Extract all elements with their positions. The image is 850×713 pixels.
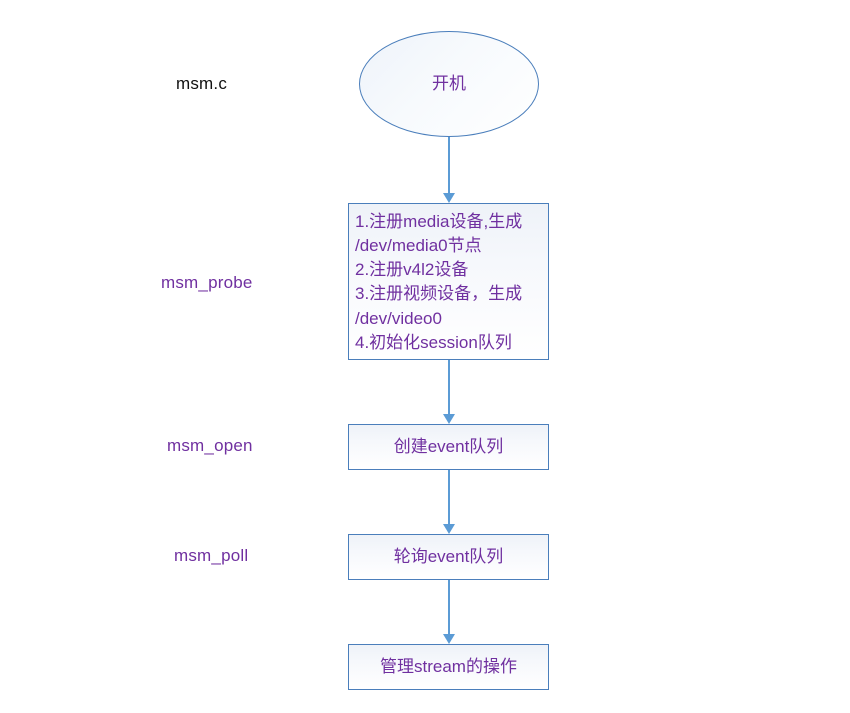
arrow-head [443,193,455,203]
node-create-event[interactable]: 创建event队列 [348,424,549,470]
lane-label-msm-probe: msm_probe [161,273,253,292]
arrow-head [443,634,455,644]
arrow-head [443,414,455,424]
node-boot[interactable]: 开机 [359,31,539,137]
node-create-event-label: 创建event队列 [393,437,504,457]
arrow-shaft [448,137,450,193]
arrow-head [443,524,455,534]
node-boot-label: 开机 [432,74,466,94]
lane-label-msm-c: msm.c [176,74,228,93]
node-probe-steps-label: 1.注册media设备,生成 /dev/media0节点 2.注册v4l2设备 … [355,212,523,352]
node-poll-event[interactable]: 轮询event队列 [348,534,549,580]
lane-label-msm-open: msm_open [167,436,253,455]
arrow-shaft [448,470,450,524]
arrow-shaft [448,580,450,634]
arrow-shaft [448,360,450,414]
node-manage-stream-label: 管理stream的操作 [380,657,517,677]
lane-label-msm-poll: msm_poll [174,546,249,565]
node-probe-steps[interactable]: 1.注册media设备,生成 /dev/media0节点 2.注册v4l2设备 … [348,203,549,360]
node-manage-stream[interactable]: 管理stream的操作 [348,644,549,690]
node-poll-event-label: 轮询event队列 [393,547,504,567]
